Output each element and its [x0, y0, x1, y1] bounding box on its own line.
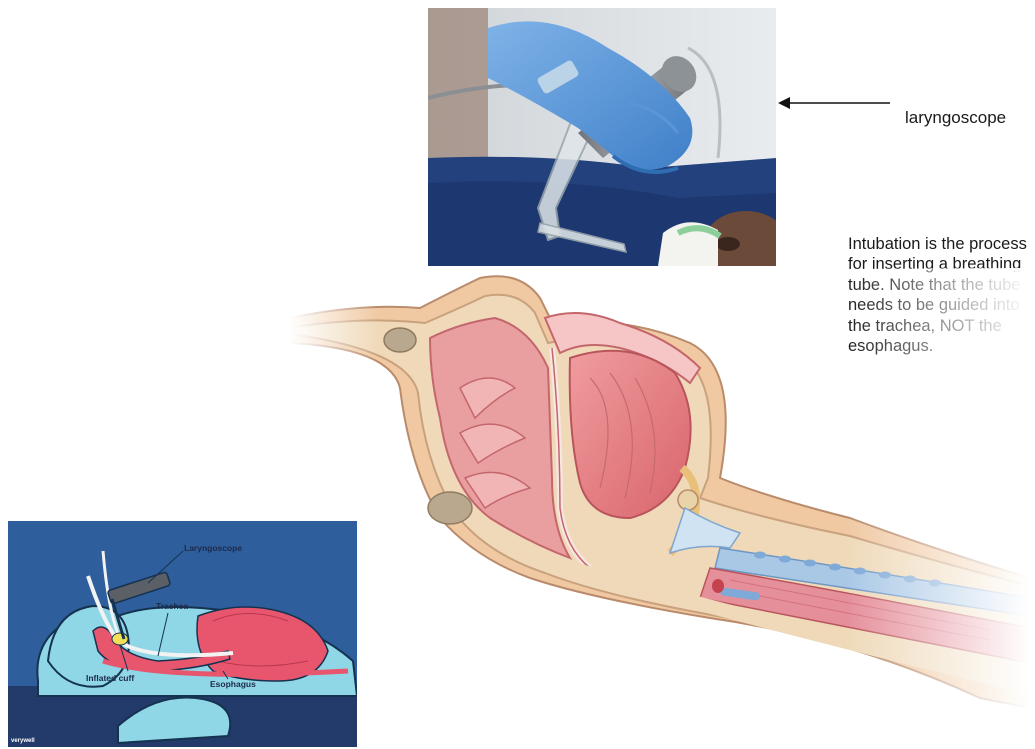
inset-label-trachea: Trachea [156, 601, 188, 611]
callout-arrow [776, 92, 892, 114]
inset-label-inflated-cuff: Inflated cuff [86, 673, 134, 683]
verywell-watermark: verywell [11, 738, 35, 744]
inset-label-esophagus: Esophagus [210, 679, 256, 689]
inset-label-laryngoscope: Laryngoscope [184, 543, 242, 553]
laryngoscope-callout-label: laryngoscope [905, 108, 1006, 128]
airway-anatomy-illustration [290, 268, 1030, 708]
laryngoscope-photo [428, 8, 776, 266]
intubation-inset-illustration: Laryngoscope Trachea Inflated cuff Esoph… [8, 521, 357, 747]
